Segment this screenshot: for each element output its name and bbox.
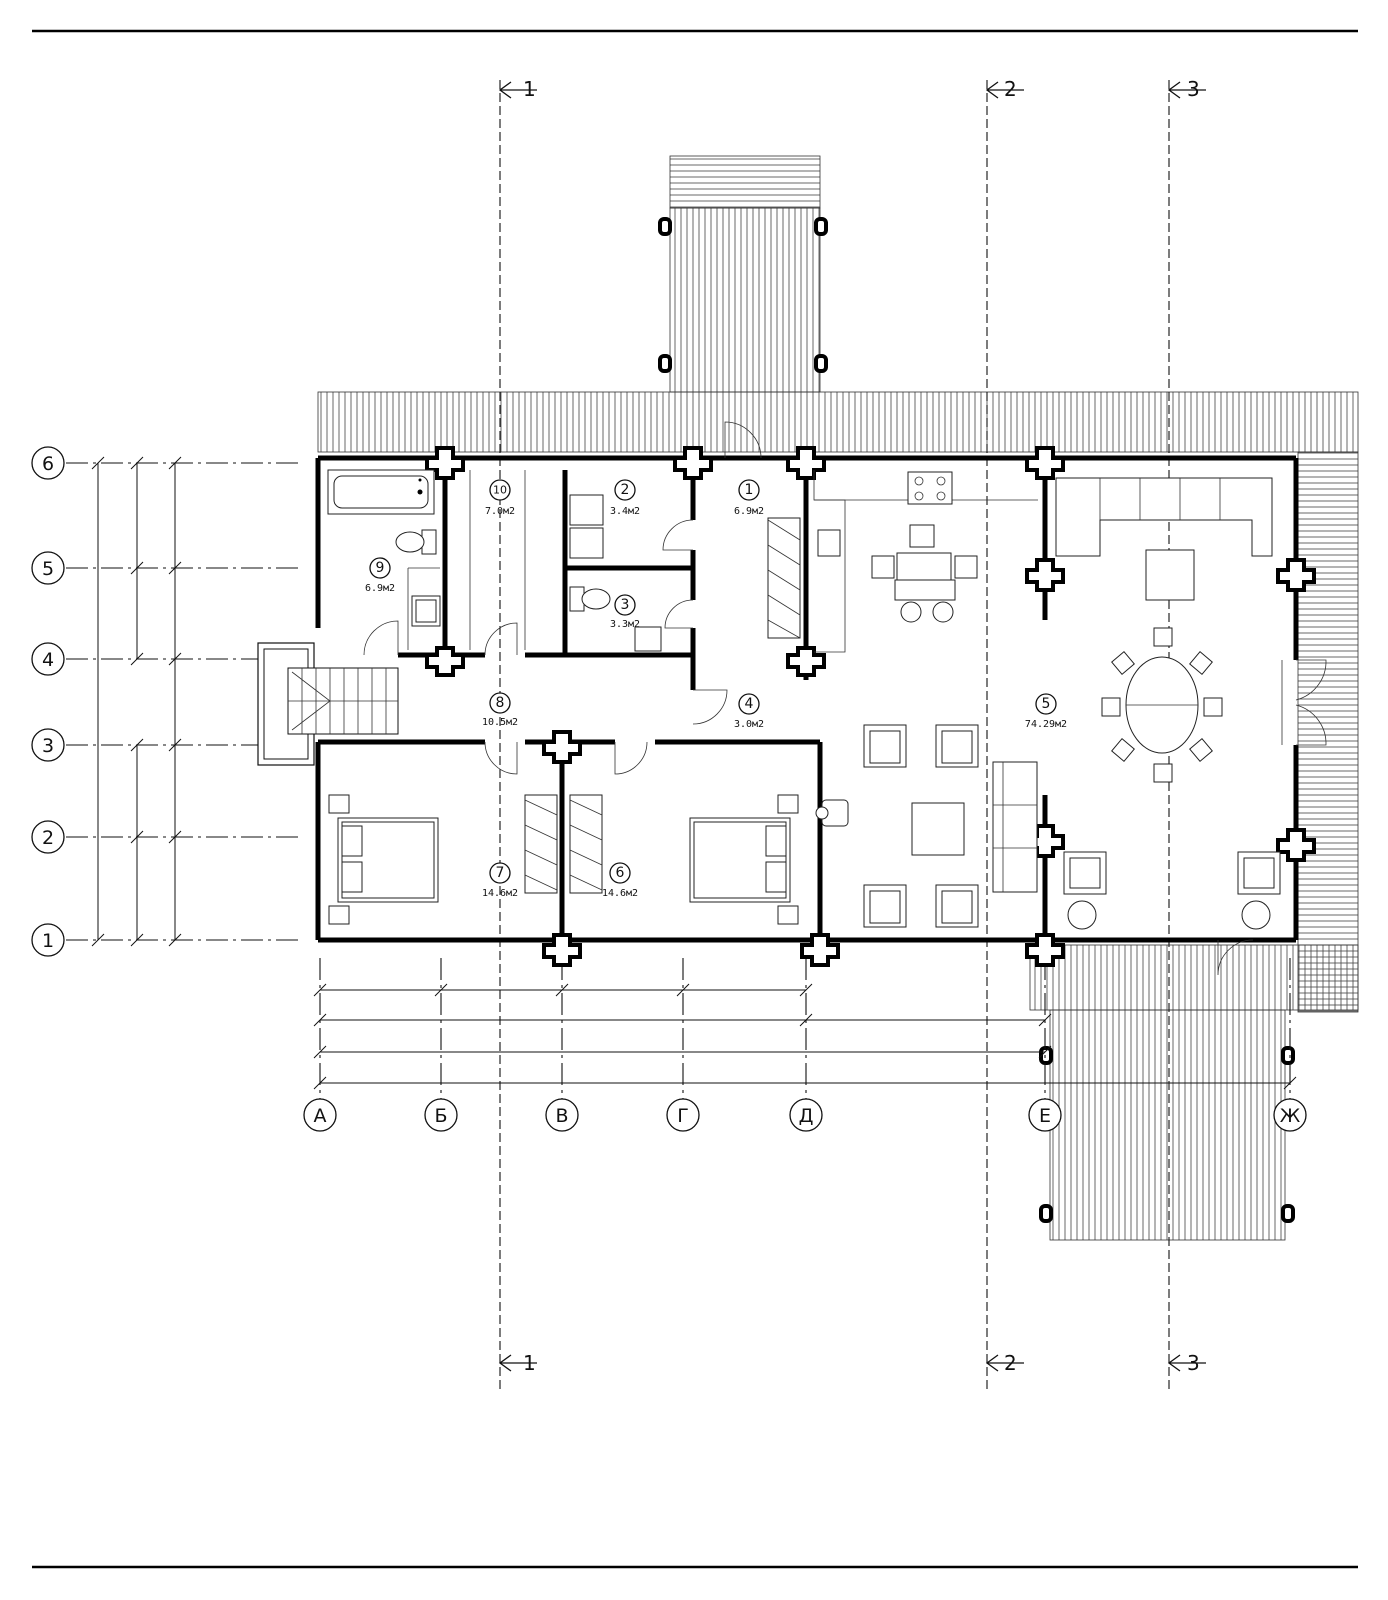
room-8-area: 10.5м2 (482, 717, 518, 728)
entrance-steps (669, 155, 821, 209)
room-5-area: 74.29м2 (1025, 719, 1067, 730)
room-labels: 1 6.9м2 2 3.4м2 3 3.3м2 4 3.0м2 5 74.29м… (365, 479, 1067, 899)
room-1-number: 1 (745, 482, 754, 498)
column-axis-markers: А Б В Г Д Е Ж (303, 1098, 1307, 1132)
column-axis-v: В (555, 1105, 568, 1127)
column-axis-a: А (314, 1105, 327, 1127)
row-axis-5: 5 (42, 558, 54, 580)
row-axis-6: 6 (42, 453, 54, 475)
row-axis-markers: 6 5 4 3 2 1 (31, 446, 65, 957)
row-axis-3: 3 (42, 735, 54, 757)
room-8: 8 10.5м2 (482, 692, 518, 728)
decks (317, 155, 1359, 1241)
room-7-number: 7 (496, 865, 505, 881)
section-label-top-3: 3 (1187, 77, 1200, 101)
column-axis-d: Д (799, 1105, 814, 1127)
room-6: 6 14.6м2 (602, 862, 638, 899)
column-axis-g: Г (677, 1105, 689, 1127)
room-6-area: 14.6м2 (602, 888, 638, 899)
column-axis-lines (319, 958, 1291, 1100)
room-4-area: 3.0м2 (734, 719, 764, 730)
south-walkway (1049, 1009, 1286, 1241)
west-porch (257, 642, 399, 766)
room-4-number: 4 (745, 696, 754, 712)
section-label-bottom-2: 2 (1004, 1351, 1017, 1375)
room-7-area: 14.6м2 (482, 888, 518, 899)
room-5: 5 74.29м2 (1025, 693, 1067, 730)
south-terrace (1029, 944, 1359, 1011)
posts (658, 217, 1295, 1223)
entrance-walkway (669, 207, 821, 393)
column-axis-zh: Ж (1280, 1105, 1301, 1127)
room-2: 2 3.4м2 (610, 479, 640, 517)
wall-joints (425, 446, 1316, 967)
room-1-area: 6.9м2 (734, 506, 764, 517)
room-4: 4 3.0м2 (734, 693, 764, 730)
row-dimension-lines (91, 456, 182, 947)
room-6-number: 6 (616, 865, 625, 881)
room-10: 10 7.0м2 (485, 479, 515, 517)
row-axis-lines (66, 462, 300, 941)
room-5-number: 5 (1042, 696, 1051, 712)
furniture (327, 469, 1283, 930)
room-10-number: 10 (493, 484, 507, 497)
doors (363, 421, 1327, 976)
row-axis-1: 1 (42, 930, 54, 952)
section-label-top-1: 1 (523, 77, 536, 101)
section-label-bottom-3: 3 (1187, 1351, 1200, 1375)
room-2-area: 3.4м2 (610, 506, 640, 517)
room-9-number: 9 (376, 560, 385, 576)
room-3-number: 3 (621, 597, 630, 613)
column-axis-b: Б (434, 1105, 447, 1127)
north-terrace (317, 391, 1359, 453)
room-2-number: 2 (621, 482, 630, 498)
section-label-top-2: 2 (1004, 77, 1017, 101)
room-9-area: 6.9м2 (365, 583, 395, 594)
room-10-area: 7.0м2 (485, 506, 515, 517)
room-3: 3 3.3м2 (610, 594, 640, 630)
row-axis-2: 2 (42, 827, 54, 849)
room-1: 1 6.9м2 (734, 479, 764, 517)
room-8-number: 8 (496, 695, 505, 711)
room-9: 9 6.9м2 (365, 557, 395, 594)
column-axis-e: Е (1039, 1105, 1051, 1127)
section-label-bottom-1: 1 (523, 1351, 536, 1375)
room-7: 7 14.6м2 (482, 862, 518, 899)
room-3-area: 3.3м2 (610, 619, 640, 630)
row-axis-4: 4 (42, 649, 54, 671)
east-terrace (1297, 451, 1359, 1013)
column-dimension-lines (313, 983, 1297, 1090)
